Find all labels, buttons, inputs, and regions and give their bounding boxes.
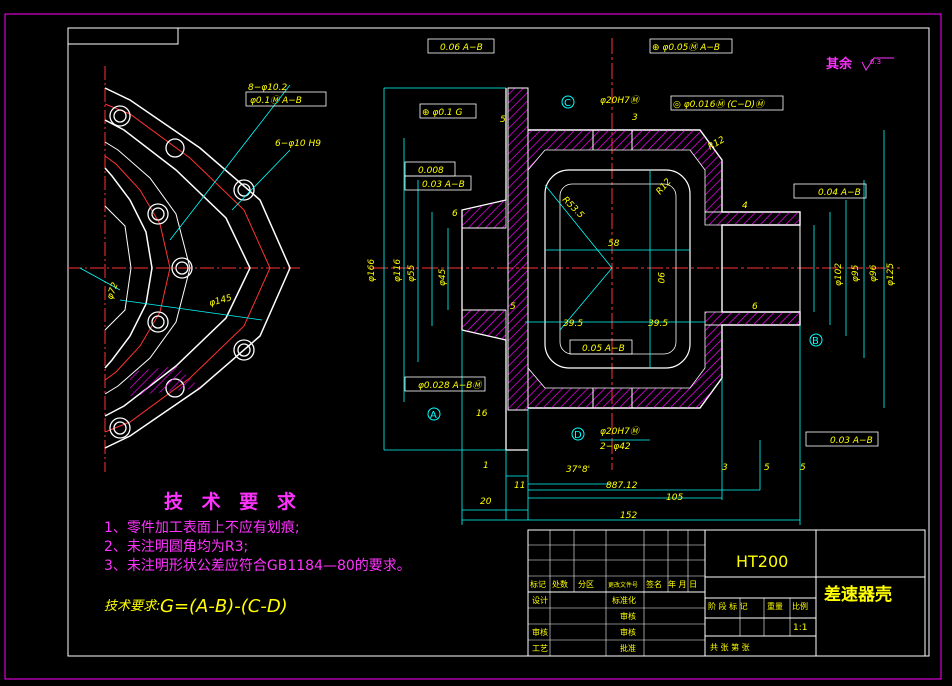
- stage-label: 阶 段 标 记: [708, 601, 748, 611]
- tolerance-frames: [245, 38, 879, 447]
- row-label-4: 更改文件号: [608, 581, 638, 589]
- rough-4: 4: [742, 201, 748, 211]
- dimension-lines: [383, 87, 885, 525]
- row-label-3: 分区: [578, 580, 594, 589]
- dim-hole-6x: 6−φ10 H9: [275, 139, 321, 149]
- dim-phi45: φ45: [438, 268, 448, 286]
- dim-tol-8: 0.05 A−B: [582, 344, 625, 354]
- dim-90: 90: [655, 272, 665, 284]
- dim-phi102: φ102: [834, 263, 844, 286]
- dim-11: 11: [514, 481, 525, 491]
- dim-hole-c: φ20H7Ⓜ: [600, 95, 641, 106]
- weight-label: 重量: [767, 601, 783, 611]
- dim-16: 16: [476, 409, 488, 419]
- rough-6b: 6: [752, 302, 758, 312]
- dim-tol-5: 0.008: [418, 166, 444, 176]
- approve-label: 批准: [620, 643, 636, 653]
- dim-152: 152: [620, 511, 637, 521]
- dim-r53: R53.5: [560, 195, 586, 221]
- surface-note-label: 其余: [826, 56, 853, 72]
- dim-tol-4: ⊕ φ0.1 G: [422, 108, 463, 118]
- roughness-icon: [861, 57, 894, 71]
- dim-58: 58: [608, 239, 620, 249]
- sheet-label: 共 张 第 张: [710, 642, 750, 652]
- dim-phi96: φ96: [869, 264, 879, 282]
- design-label: 设计: [532, 595, 548, 605]
- tech-req-item-3: 3、未注明形状公差应符合GB1184—80的要求。: [104, 557, 411, 574]
- row-label-2: 处数: [552, 579, 568, 589]
- dim-tol-1: 0.06 A−B: [440, 43, 483, 53]
- rough-3b: 3: [722, 463, 728, 473]
- dim-tol-10: 0.03 A−B: [830, 436, 873, 446]
- tech-req-item-1: 1、零件加工表面上不应有划痕;: [104, 519, 300, 536]
- dim-hole-8x-tol: φ0.1Ⓜ A−B: [250, 95, 302, 106]
- dim-r12-b: R12: [655, 177, 674, 197]
- dim-holes-2: 2−φ42: [600, 442, 631, 452]
- review-label: 审核: [532, 627, 548, 637]
- dim-tol-6: 0.03 A−B: [422, 180, 465, 190]
- dim-88712: 887.12: [606, 481, 638, 491]
- formula: G=(A-B)-(C-D): [160, 596, 288, 617]
- corner-tag: [68, 28, 179, 45]
- dim-39-5-b: 39.5: [648, 319, 668, 329]
- tech-req-item-2: 2、未注明圆角均为R3;: [104, 539, 248, 555]
- rough-5: 5: [500, 115, 506, 125]
- dim-phi72: φ72: [105, 281, 120, 301]
- rough-3: 3: [632, 113, 638, 123]
- standardization-label: 标准化: [612, 595, 636, 605]
- datum-a: A: [430, 410, 437, 421]
- rough-5c: 5: [764, 463, 770, 473]
- dim-hole-d: φ20H7Ⓜ: [600, 426, 641, 437]
- rough-5b: 5: [510, 302, 516, 312]
- outer-frame: [4, 13, 942, 680]
- dim-1: 1: [483, 461, 489, 471]
- review-label-2: 审核: [620, 627, 636, 637]
- dim-39-5-a: 39.5: [563, 319, 583, 329]
- dim-tol-3: ◎ φ0.016Ⓜ (C−D)Ⓜ: [673, 99, 766, 110]
- dim-phi125: φ125: [886, 263, 896, 286]
- dim-20: 20: [480, 497, 492, 507]
- row-label-5: 签名: [646, 579, 662, 589]
- part-name: 差速器壳: [824, 584, 892, 605]
- datum-d: D: [574, 430, 582, 441]
- row-label-1: 标记: [530, 579, 546, 589]
- dim-hole-8x: 8−φ10.2: [248, 83, 288, 93]
- dim-phi55: φ55: [407, 264, 417, 282]
- dim-105: 105: [666, 493, 683, 503]
- dim-r12-a: R12: [707, 135, 728, 153]
- title-block-grid: [527, 529, 926, 657]
- dim-tol-2: ⊕ φ0.05Ⓜ A−B: [652, 42, 720, 53]
- dim-phi145: φ145: [208, 293, 233, 309]
- check-label: 审核: [620, 611, 636, 621]
- row-label-6: 年 月 日: [668, 579, 697, 589]
- formula-label: 技术要求:: [104, 599, 160, 614]
- rough-5d: 5: [800, 463, 806, 473]
- material: HT200: [736, 552, 788, 571]
- surface-note-value: 6.3: [870, 58, 881, 66]
- flange-partial-view: [68, 66, 300, 472]
- process-label: 工艺: [532, 644, 548, 653]
- scale-label: 比例: [792, 601, 808, 611]
- inner-frame: [67, 27, 930, 657]
- dim-phi95: φ95: [851, 264, 861, 282]
- rough-6: 6: [452, 209, 458, 219]
- dim-tol-9: φ0.028 A−BⓂ: [418, 380, 483, 391]
- dim-tol-7: 0.04 A−B: [818, 188, 861, 198]
- dim-phi116: φ116: [393, 259, 403, 282]
- dim-37: 37°8': [566, 465, 590, 475]
- tech-req-heading: 技 术 要 求: [164, 490, 302, 513]
- datum-b: B: [812, 336, 819, 347]
- dim-phi166: φ166: [367, 259, 377, 282]
- scale: 1:1: [793, 623, 807, 633]
- datum-c: C: [564, 98, 571, 109]
